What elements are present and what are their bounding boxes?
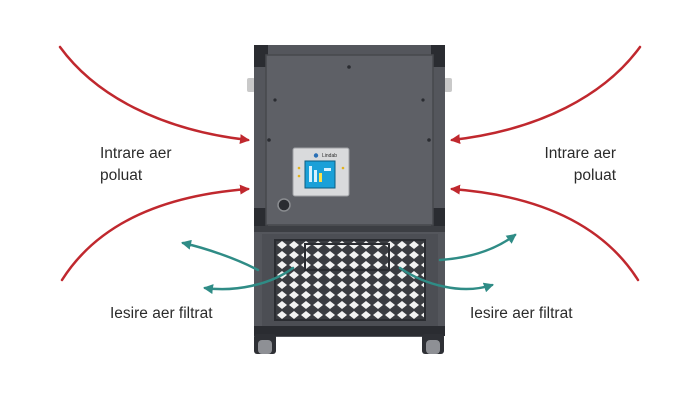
brand-logo: Lindab <box>322 153 337 159</box>
left-handle <box>247 78 255 92</box>
corner-cap-ml <box>254 208 268 230</box>
exhaust-label-right: Iesire aer filtrat <box>470 305 573 322</box>
intake-label-right-line2: poluat <box>573 167 616 184</box>
panel-screw <box>421 98 425 102</box>
panel-separator <box>254 226 445 232</box>
intake-label-left-line2: poluat <box>100 167 143 184</box>
intake-arrow-top-right <box>450 45 642 145</box>
display-bars <box>324 168 331 171</box>
indicator-led <box>341 166 345 170</box>
corner-cap-tr <box>431 45 445 67</box>
panel-screw <box>273 98 277 102</box>
panel-screw <box>347 65 351 69</box>
intake-label-right-line1: Intrare aer <box>544 145 616 162</box>
exhaust-arrow-lower-left <box>203 266 295 295</box>
indicator-led <box>297 166 301 170</box>
intake-arrow-bottom-right <box>450 184 640 282</box>
corner-cap-tl <box>254 45 268 67</box>
exhaust-arrow-lower-right <box>398 266 494 293</box>
exhaust-grille <box>274 239 426 321</box>
display-bars <box>319 173 322 182</box>
right-handle <box>444 78 452 92</box>
indicator-led <box>297 174 301 178</box>
caster-right-wheel <box>426 340 440 354</box>
intake-label-left-line1: Intrare aer <box>100 145 172 162</box>
display-bars <box>314 170 317 182</box>
intake-label-right: Intrare aer poluat <box>500 143 616 187</box>
panel-screw <box>267 138 271 142</box>
intake-arrow-top-left <box>58 45 250 145</box>
display-bars <box>309 166 312 182</box>
exhaust-arrow-upper-left <box>181 239 260 272</box>
intake-label-left: Intrare aer poluat <box>100 143 172 187</box>
brand-logo-mark <box>313 153 319 158</box>
exhaust-arrow-upper-right <box>438 233 517 262</box>
panel-screw <box>427 138 431 142</box>
exhaust-arrows <box>181 233 517 295</box>
exhaust-label-left: Iesire aer filtrat <box>110 305 213 322</box>
purifier-unit: Lindab <box>247 45 452 354</box>
caster-left-wheel <box>258 340 272 354</box>
front-panel <box>265 54 434 226</box>
intake-arrow-bottom-left <box>60 184 250 282</box>
base-plate <box>254 326 445 336</box>
corner-cap-mr <box>431 208 445 230</box>
filter-cartridge <box>304 243 390 271</box>
power-button[interactable] <box>277 198 291 212</box>
intake-arrows <box>58 45 642 282</box>
